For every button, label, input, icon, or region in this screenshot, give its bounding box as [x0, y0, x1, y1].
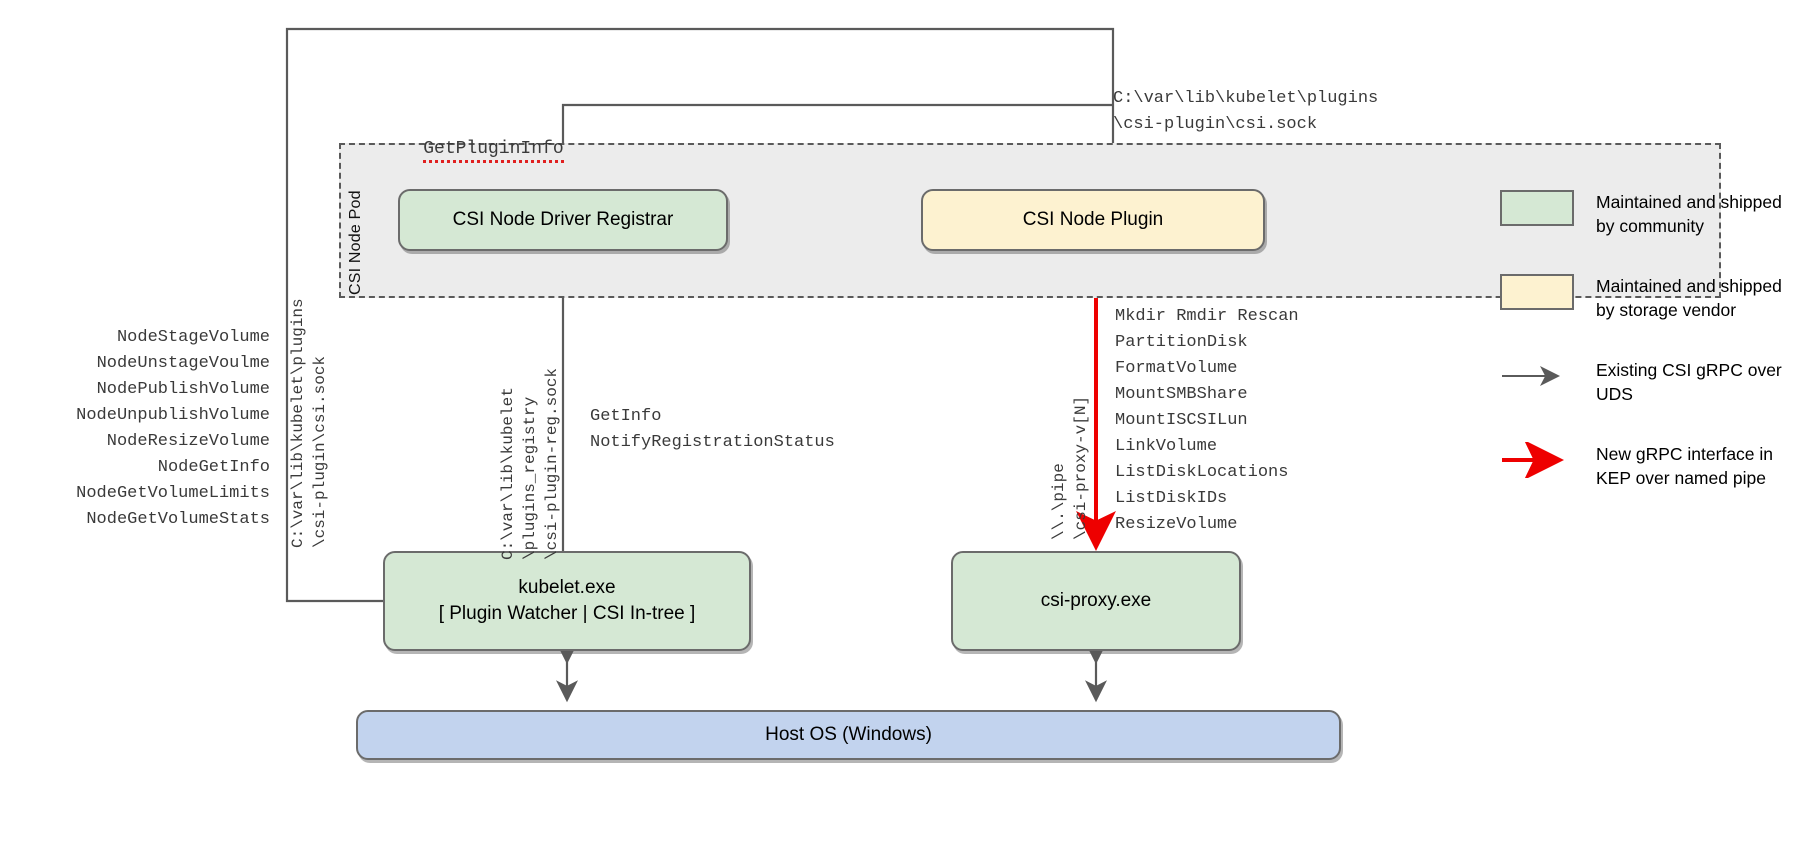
legend-label: Existing CSI gRPC over UDS [1596, 360, 1782, 404]
legend-label: Maintained and shipped by community [1596, 192, 1782, 236]
node-label-line2: [ Plugin Watcher | CSI In-tree ] [438, 603, 696, 624]
edge-label-named-pipe: \\.\pipe \csi-proxy-v[N] [1050, 395, 1090, 540]
legend-item-existing-csi-grpc: Existing CSI gRPC over UDS [1500, 358, 1800, 406]
node-csi-node-plugin[interactable]: CSI Node Plugin [921, 189, 1265, 251]
edge-label-get-plugin-info: GetPluginInfo [380, 110, 564, 188]
edge-label-left-csi-sock-path: C:\var\lib\kubelet\plugins \csi-plugin\c… [289, 298, 329, 548]
node-label: CSI Node Driver Registrar [452, 209, 674, 230]
legend-item-storage-vendor: Maintained and shipped by storage vendor [1500, 274, 1800, 322]
legend-label: Maintained and shipped by storage vendor [1596, 276, 1782, 320]
legend-swatch-yellow-icon [1500, 274, 1574, 310]
node-label-line1: kubelet.exe [518, 577, 616, 598]
legend-arrow-red-icon [1500, 440, 1574, 480]
legend-item-community: Maintained and shipped by community [1500, 190, 1800, 238]
edge-label-csi-sock-path: C:\var\lib\kubelet\plugins \csi-plugin\c… [1113, 89, 1379, 134]
node-label: csi-proxy.exe [1040, 590, 1152, 611]
node-csi-node-driver-registrar[interactable]: CSI Node Driver Registrar [398, 189, 728, 251]
legend-swatch-green-icon [1500, 190, 1574, 226]
legend: Maintained and shipped by community Main… [1500, 190, 1800, 526]
legend-label: New gRPC interface in KEP over named pip… [1596, 444, 1774, 488]
edge-label-registration-calls: GetInfo NotifyRegistrationStatus [590, 407, 835, 452]
legend-arrow-gray-icon [1500, 358, 1574, 394]
edge-label-plugins-registry-sock-path: C:\var\lib\kubelet \plugins_registry \cs… [499, 367, 561, 560]
csi-node-pod-label: CSI Node Pod [347, 190, 364, 295]
edge-label-text: GetPluginInfo [423, 139, 564, 163]
node-host-os[interactable]: Host OS (Windows) [356, 710, 1341, 760]
node-csi-proxy-exe[interactable]: csi-proxy.exe [951, 551, 1241, 651]
csi-proxy-operations-list: Mkdir Rmdir Rescan PartitionDisk FormatV… [1115, 307, 1299, 534]
legend-item-new-grpc-kep: New gRPC interface in KEP over named pip… [1500, 440, 1800, 490]
node-label: Host OS (Windows) [765, 724, 932, 745]
node-kubelet-exe[interactable]: kubelet.exe [ Plugin Watcher | CSI In-tr… [383, 551, 751, 651]
node-label: CSI Node Plugin [1022, 209, 1164, 230]
csi-node-operations-list: NodeStageVolume NodeUnstageVoulme NodePu… [76, 328, 270, 529]
